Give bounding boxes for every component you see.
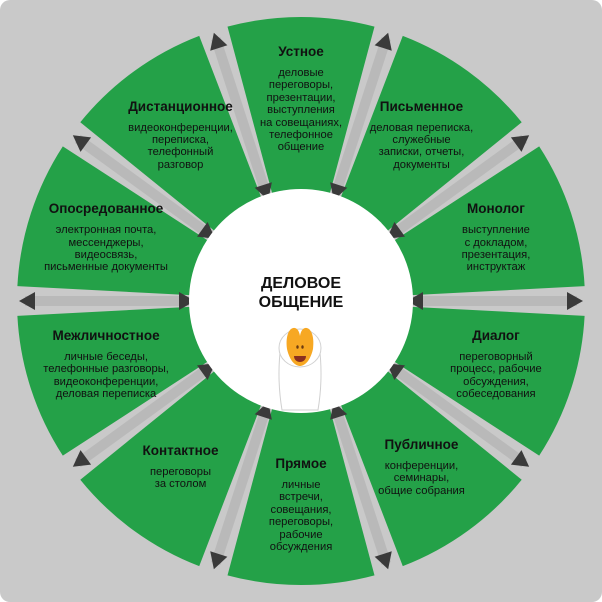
segment-description: личные встречи, совещания, переговоры, р…	[268, 479, 334, 554]
segment-label-oral: Устное деловые переговоры, презентации, в…	[260, 44, 342, 154]
segment-label-mediated: Опосредованное электронная почта, мессенд…	[44, 201, 168, 274]
segment-written	[338, 35, 522, 236]
segment-title: Межличностное	[52, 327, 160, 343]
divider-arrow-interpersonal	[19, 292, 195, 310]
segment-description: деловые переговоры, презентации, выступл…	[259, 67, 343, 154]
segment-dialogue	[388, 306, 585, 456]
segment-label-dialogue: Диалог переговорный процесс, рабочие обсу…	[450, 328, 542, 401]
divider-arrow-monologue	[407, 292, 583, 310]
divider-arrow-contact	[72, 361, 216, 468]
segment-direct	[227, 401, 375, 585]
segment-description: переговорный процесс, рабочие обсуждения…	[450, 350, 542, 401]
segment-mediated	[17, 146, 214, 296]
segment-description: деловая переписка, служебные записки, от…	[369, 121, 474, 171]
segment-public	[338, 366, 522, 567]
segment-title: Диалог	[472, 327, 520, 343]
goose-mascot-icon	[278, 327, 322, 411]
center-title: ДЕЛОВОЕ ОБЩЕНИЕ	[258, 275, 344, 311]
divider-arrow-written	[386, 134, 530, 241]
segment-label-monologue: Монолог выступление с докладом, презентац…	[462, 201, 531, 274]
segment-title: Дистанционное	[128, 98, 233, 114]
segment-description: переговоры за столом	[149, 465, 212, 491]
segment-oral	[227, 17, 375, 201]
segment-interpersonal	[17, 306, 214, 456]
segment-title: Контактное	[142, 442, 219, 458]
divider-arrow-direct	[210, 401, 272, 570]
segment-contact	[80, 366, 264, 567]
segment-title: Прямое	[275, 456, 327, 471]
segment-label-public: Публичное конференции, семинары, общие со…	[378, 437, 465, 497]
segment-description: конференции, семинары, общие собрания	[378, 459, 465, 497]
segment-title: Опосредованное	[48, 201, 164, 217]
divider-arrow-mediated	[72, 134, 216, 241]
segment-description: выступление с докладом, презентация, инс…	[461, 224, 531, 274]
center-circle	[189, 189, 413, 413]
segment-title: Монолог	[467, 201, 525, 217]
segment-label-remote: Дистанционное видеоконференции, переписка…	[128, 99, 233, 172]
arrows-layer	[19, 32, 583, 570]
segment-monologue	[388, 146, 585, 296]
segments-layer	[17, 17, 585, 585]
segment-label-interpersonal: Межличностное личные беседы, телефонные р…	[43, 328, 169, 401]
segment-title: Устное	[278, 44, 324, 59]
segment-title: Письменное	[379, 98, 464, 114]
segment-label-direct: Прямое личные встречи, совещания, перегов…	[269, 456, 333, 553]
divider-arrow-dialogue	[386, 361, 530, 468]
segment-label-contact: Контактное переговоры за столом	[142, 443, 218, 491]
segment-remote	[80, 35, 264, 236]
segment-description: видеоконференции, переписка, телефонный …	[128, 121, 233, 171]
segment-title: Публичное	[384, 436, 459, 452]
segment-label-written: Письменное деловая переписка, служебные з…	[370, 99, 474, 172]
segment-description: электронная почта, мессенджеры, видеосвя…	[44, 224, 168, 274]
segment-description: личные беседы, телефонные разговоры, вид…	[43, 350, 169, 401]
